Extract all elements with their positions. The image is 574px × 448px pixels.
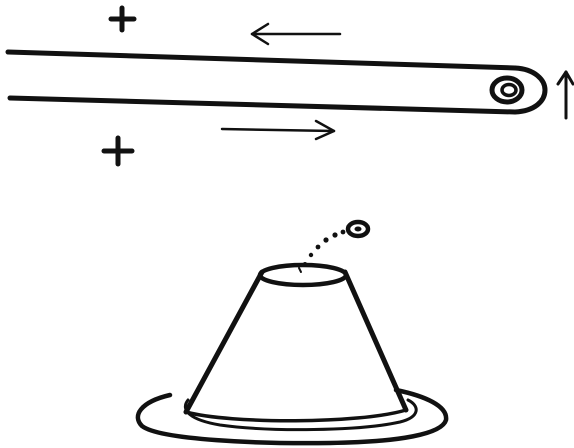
belt-bottom-edge (10, 98, 515, 112)
arrow-right-icon (222, 121, 334, 139)
cone-object (138, 265, 446, 443)
arrow-up-icon (558, 72, 573, 118)
cone-top-mark (299, 268, 301, 272)
particle (348, 222, 368, 236)
belt (8, 52, 545, 112)
plus-icon-top (111, 8, 134, 30)
cone-bottom-curve (186, 410, 406, 421)
cone-top-dot (294, 283, 298, 287)
cone-left-side (186, 272, 262, 412)
plus-icon-bottom (104, 138, 132, 164)
pulley (492, 78, 522, 102)
particle-trail (303, 230, 345, 266)
arrow-left-icon (252, 24, 340, 44)
belt-top-edge (8, 52, 515, 68)
cone-top (260, 265, 346, 285)
cone-right-side (345, 272, 406, 410)
pulley-inner (502, 85, 516, 96)
